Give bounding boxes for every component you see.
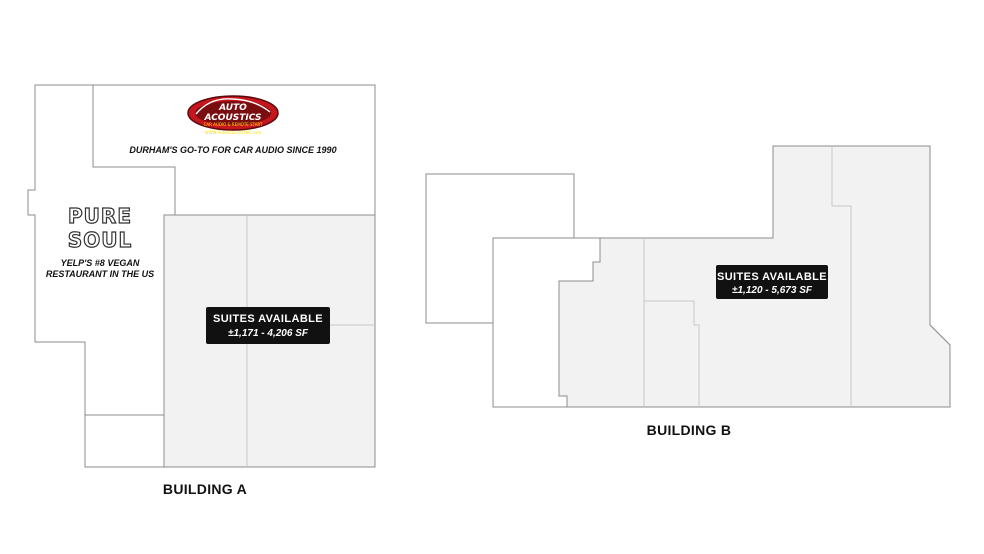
suite-divider — [831, 146, 852, 407]
building-a-corner-room — [84, 414, 165, 468]
badge-background — [206, 307, 330, 344]
logo-line1: AUTO — [218, 103, 247, 113]
building-a-label: BUILDING A — [163, 481, 247, 497]
auto-acoustics-tagline: DURHAM'S GO-TO FOR CAR AUDIO SINCE 1990 — [129, 145, 336, 155]
building-a-availability-badge[interactable]: SUITES AVAILABLE ±1,171 - 4,206 SF — [206, 307, 330, 344]
badge-background — [716, 265, 828, 299]
badge-range: ±1,120 - 5,673 SF — [732, 285, 813, 296]
building-a: AUTO ACOUSTICS CAR AUDIO & REMOTE START … — [27, 84, 376, 497]
building-b-availability-badge[interactable]: SUITES AVAILABLE ±1,120 - 5,673 SF — [716, 265, 828, 299]
pure-soul-tagline-line2: RESTAURANT IN THE US — [46, 269, 154, 279]
logo-line2: ACOUSTICS — [204, 113, 262, 123]
logo-tagline: CAR AUDIO & REMOTE START — [204, 122, 263, 127]
badge-title: SUITES AVAILABLE — [213, 313, 323, 325]
badge-range: ±1,171 - 4,206 SF — [228, 328, 309, 339]
pure-soul-name-line1: PURE — [68, 204, 132, 228]
building-b-label: BUILDING B — [647, 422, 732, 438]
badge-title: SUITES AVAILABLE — [717, 271, 827, 283]
pure-soul-name-line2: SOUL — [68, 228, 132, 252]
logo-url: WWW.AutoAcousticsNC.com — [205, 130, 262, 135]
pure-soul-tagline-line1: YELP'S #8 VEGAN — [61, 258, 140, 268]
pure-soul-logo: PURE SOUL — [67, 203, 132, 252]
building-b: SUITES AVAILABLE ±1,120 - 5,673 SF BUILD… — [425, 145, 951, 438]
suite-divider — [644, 300, 700, 407]
auto-acoustics-logo: AUTO ACOUSTICS CAR AUDIO & REMOTE START … — [187, 95, 279, 135]
